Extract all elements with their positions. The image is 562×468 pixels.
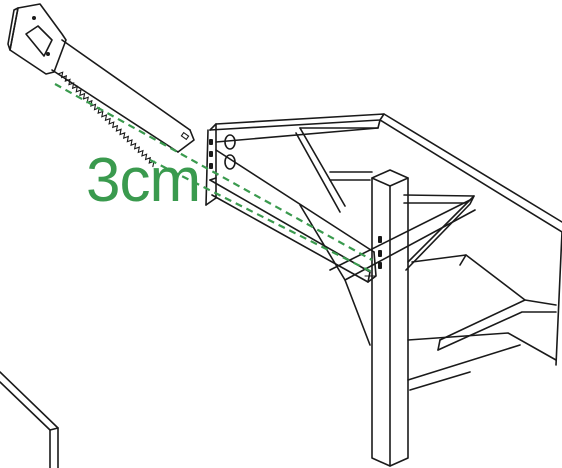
- top-beam: [205, 113, 385, 206]
- measurement-label: 3cm: [86, 146, 201, 215]
- staircase-structure: [295, 113, 562, 391]
- wall-panel: [0, 371, 59, 468]
- hand-saw-icon: [7, 3, 195, 168]
- newel-post: [364, 169, 409, 467]
- cut-guide-lower: [149, 159, 373, 273]
- cut-guide-lines: [54, 83, 373, 273]
- handrail-beam: [209, 149, 377, 283]
- cut-guide-upper: [54, 83, 373, 261]
